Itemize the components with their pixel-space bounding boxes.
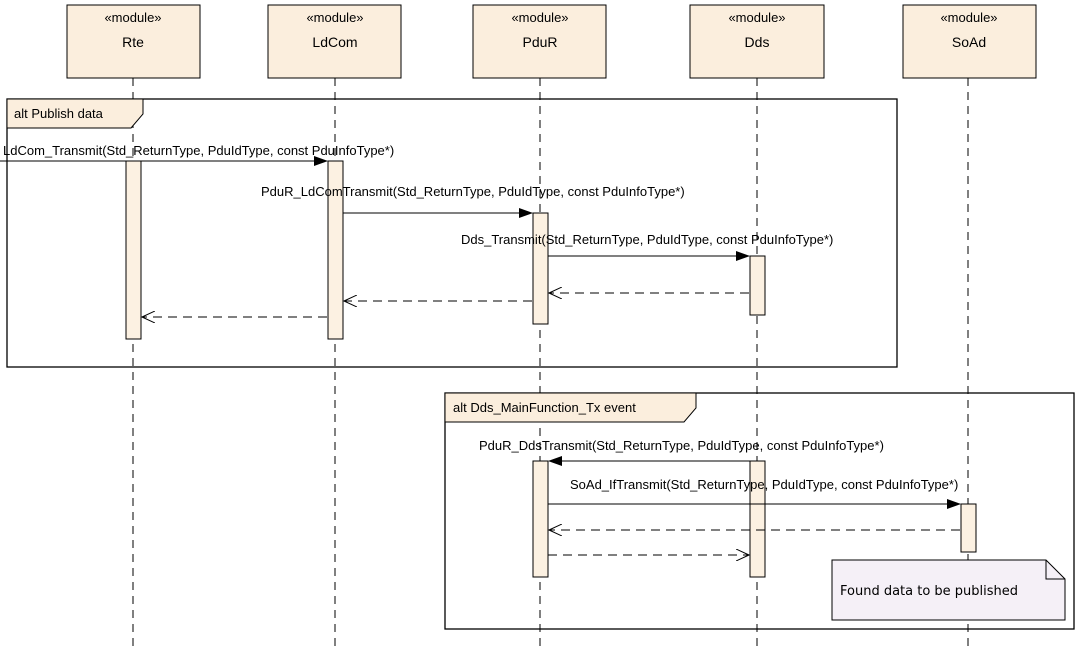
participant-stereotype: «module» bbox=[306, 10, 363, 25]
message-label: SoAd_IfTransmit(Std_ReturnType, PduIdTyp… bbox=[570, 477, 958, 492]
message-label: LdCom_Transmit(Std_ReturnType, PduIdType… bbox=[3, 143, 394, 158]
activation-pdur bbox=[532, 212, 549, 325]
participant-name: PduR bbox=[522, 34, 557, 50]
fragment-publish-data: alt Publish data bbox=[6, 98, 898, 368]
participant-soad: «module» SoAd bbox=[902, 4, 1037, 79]
participant-pdur: «module» PduR bbox=[472, 4, 607, 79]
message-label: Dds_Transmit(Std_ReturnType, PduIdType, … bbox=[461, 232, 833, 247]
activation-soad bbox=[960, 503, 977, 553]
participant-stereotype: «module» bbox=[104, 10, 161, 25]
return-messages bbox=[142, 293, 960, 555]
fragment-label: alt Dds_MainFunction_Tx event bbox=[453, 400, 636, 415]
participant-name: Dds bbox=[745, 34, 770, 50]
message-label: PduR_DdsTransmit(Std_ReturnType, PduIdTy… bbox=[479, 438, 884, 453]
activation-ldcom bbox=[327, 160, 344, 340]
message-label: PduR_LdComTransmit(Std_ReturnType, PduId… bbox=[261, 184, 685, 199]
participant-stereotype: «module» bbox=[940, 10, 997, 25]
participant-name: SoAd bbox=[952, 34, 986, 50]
activations bbox=[125, 160, 977, 578]
sync-messages: LdCom_Transmit(Std_ReturnType, PduIdType… bbox=[0, 143, 961, 509]
note: Found data to be published bbox=[831, 559, 1066, 621]
participant-stereotype: «module» bbox=[728, 10, 785, 25]
activation-dds bbox=[749, 460, 766, 578]
activation-pdur bbox=[532, 460, 549, 578]
participant-stereotype: «module» bbox=[511, 10, 568, 25]
participant-rte: «module» Rte bbox=[66, 4, 201, 79]
activation-rte bbox=[125, 160, 142, 340]
fragment-label: alt Publish data bbox=[14, 106, 104, 121]
participant-name: LdCom bbox=[312, 34, 357, 50]
fragment-dds-mainfunction: alt Dds_MainFunction_Tx event bbox=[444, 392, 1075, 630]
activation-dds bbox=[749, 255, 766, 316]
participant-dds: «module» Dds bbox=[689, 4, 825, 79]
note-text: Found data to be published bbox=[840, 584, 1018, 599]
participant-name: Rte bbox=[122, 34, 144, 50]
participant-ldcom: «module» LdCom bbox=[267, 4, 402, 79]
